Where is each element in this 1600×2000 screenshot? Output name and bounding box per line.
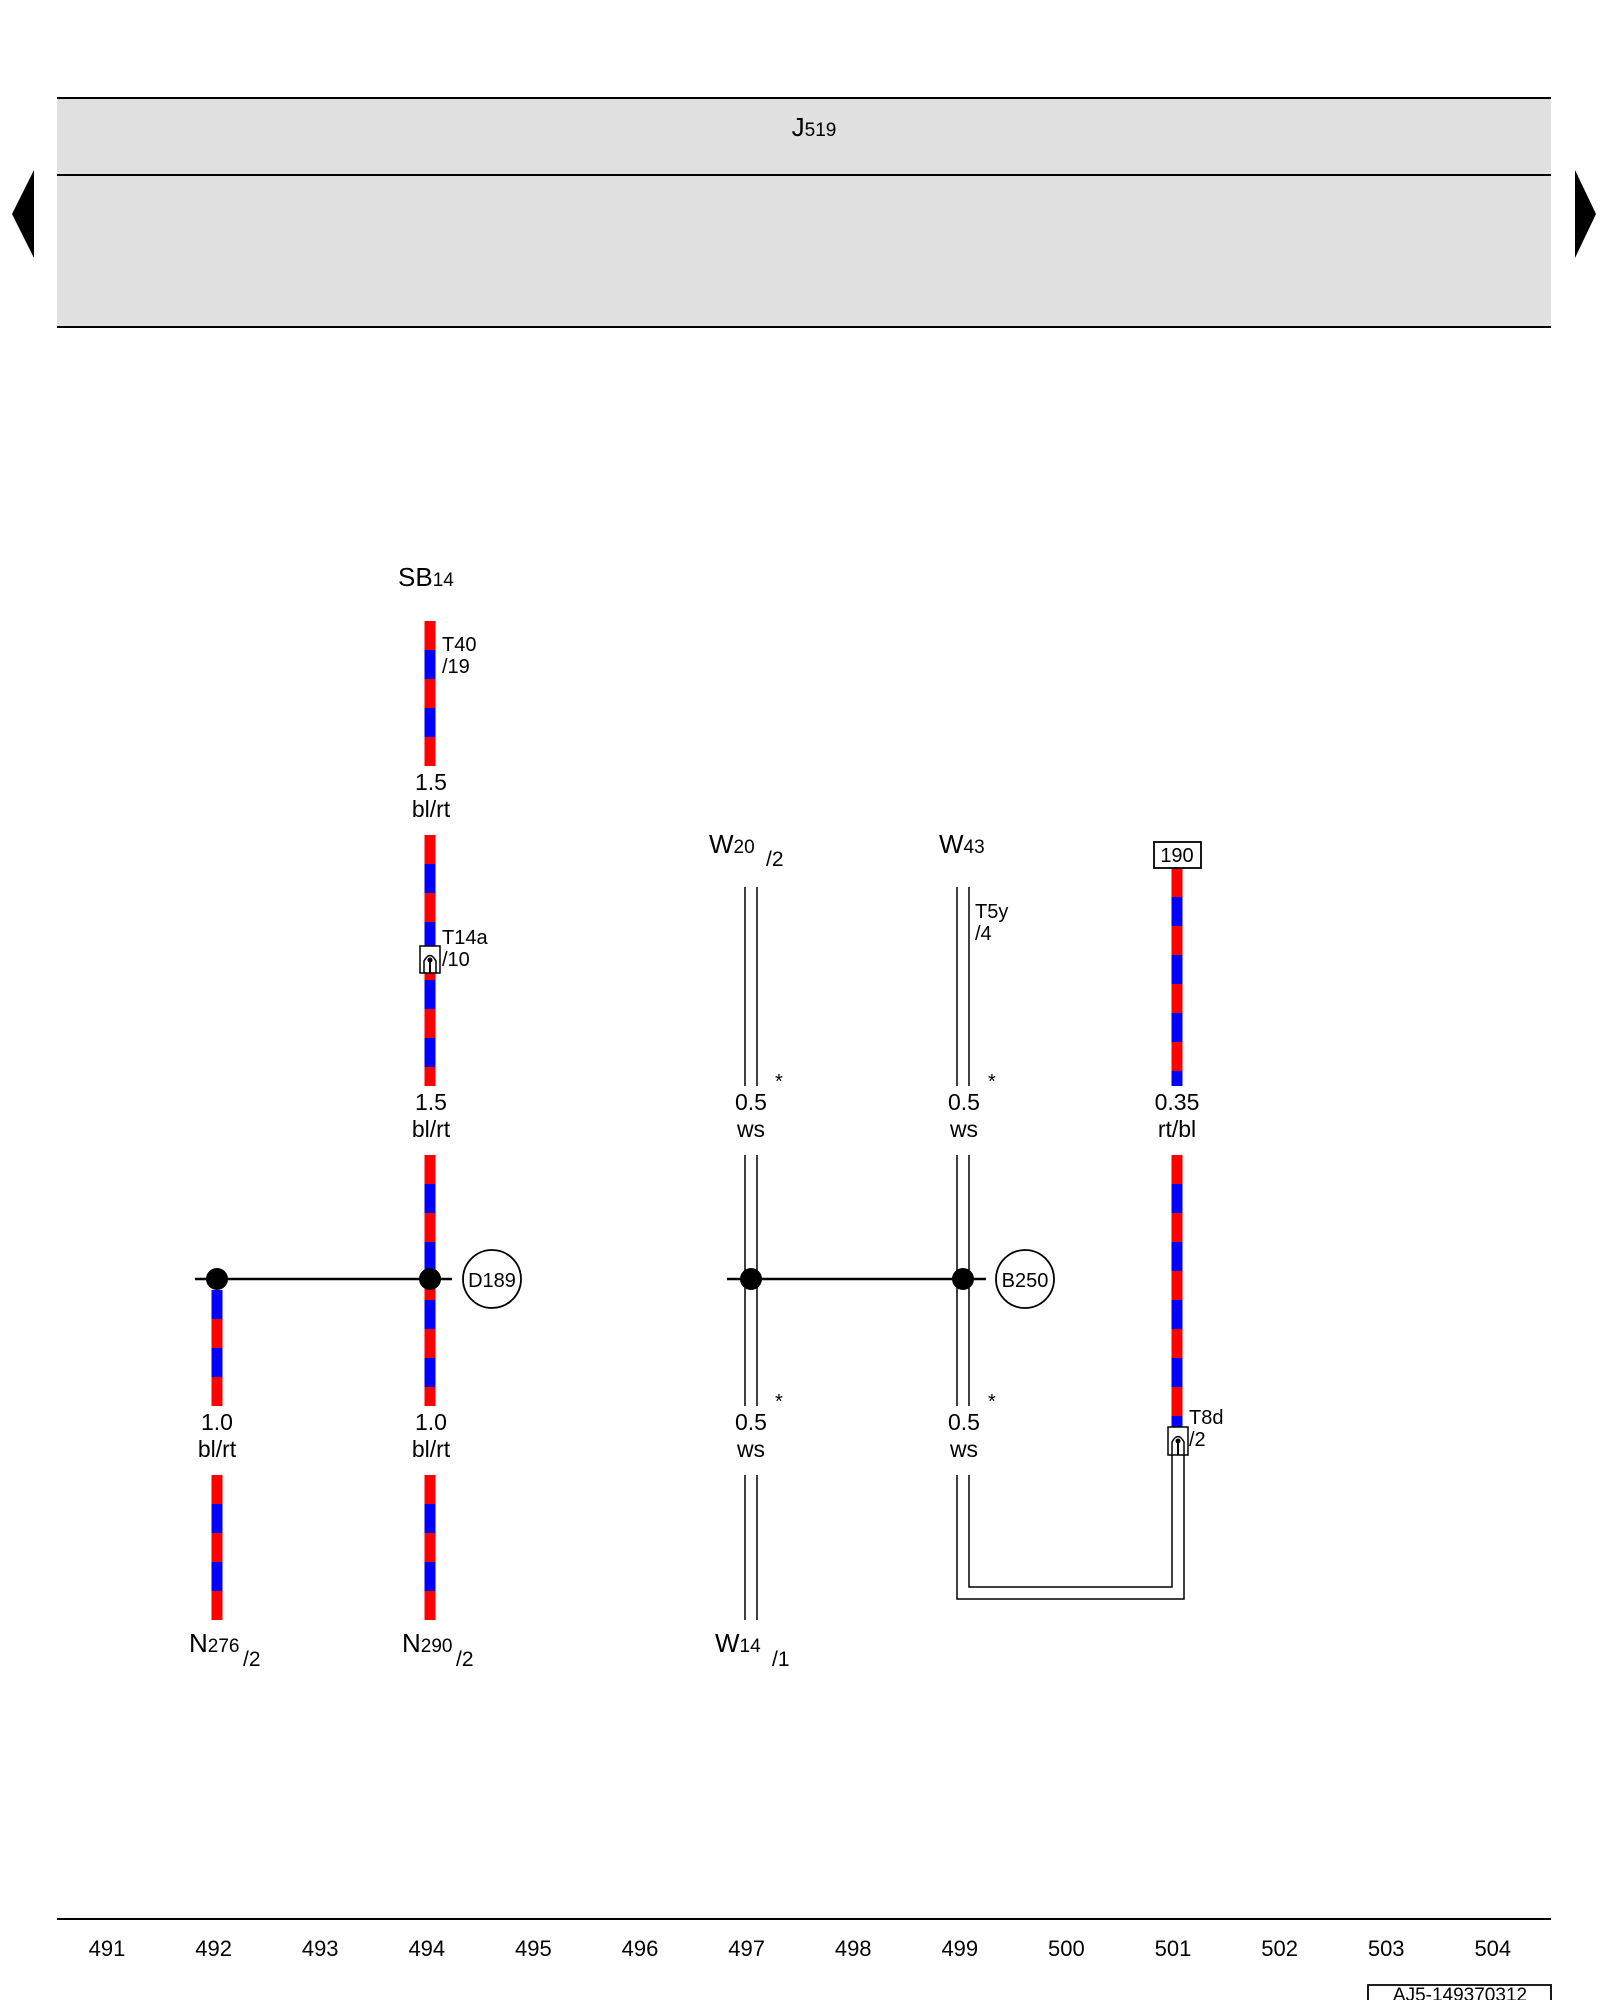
wire-r190-bottom[interactable] [1171,1155,1183,1427]
component-w14-label: W14 [715,1628,761,1658]
reference-190-label: 190 [1160,845,1193,867]
svg-text:*: * [775,1071,783,1093]
connector-box-t8d[interactable] [1167,1426,1189,1456]
svg-text:ws: ws [949,1116,978,1142]
component-sb14-label: SB14 [398,562,454,592]
wire-label-w43-bottom: 0.5 ws * [948,1391,996,1462]
connector-t40-pin: /19 [442,656,470,678]
svg-text:0.5: 0.5 [948,1409,980,1435]
footer-reference-box: AJ5-149370312 [1367,1984,1552,2000]
column-number: 499 [941,1936,978,1961]
panel-title: J519 [792,112,837,142]
triangle-left-icon[interactable] [12,170,34,258]
splice-b250[interactable]: B250 [995,1249,1055,1309]
svg-text:*: * [988,1391,996,1413]
connector-t5y-pin: /4 [975,923,992,945]
svg-text:1.5: 1.5 [415,1089,447,1115]
column-number: 496 [622,1936,659,1961]
wire-w43-top[interactable] [956,887,970,1086]
wire-w20-top[interactable] [744,887,758,1086]
svg-text:bl/rt: bl/rt [412,1436,451,1462]
wire-r190-top[interactable] [1171,868,1183,1086]
wire-w43-loop[interactable] [956,1455,1185,1600]
wire-label-w43-top: 0.5 ws * [948,1071,996,1142]
component-n276-label: N276 [189,1628,239,1658]
connector-t5y-name: T5y [975,901,1008,923]
column-number: 495 [515,1936,552,1961]
connector-t14a-pin: /10 [442,949,470,971]
triangle-right-icon[interactable] [1575,170,1596,258]
svg-text:1.0: 1.0 [415,1409,447,1435]
component-w43-label: W43 [939,829,985,859]
connector-box-t14a[interactable] [419,945,441,974]
svg-text:bl/rt: bl/rt [412,1116,451,1142]
splice-b250-label: B250 [1002,1270,1049,1292]
junction-dot-d189 [419,1268,441,1290]
panel-body-band [57,175,1551,327]
svg-text:*: * [775,1391,783,1413]
panel-header-band [57,98,1551,174]
wire-label-n290: 1.0 bl/rt [412,1409,451,1462]
component-n290-pin: /2 [456,1648,474,1671]
column-number: 492 [195,1936,232,1961]
svg-text:*: * [988,1071,996,1093]
wire-sb14-top[interactable] [424,621,436,766]
svg-text:ws: ws [736,1116,765,1142]
splice-d189-label: D189 [468,1270,516,1292]
connector-t8d-name: T8d [1189,1407,1223,1429]
wire-n290-bottom[interactable] [424,1475,436,1620]
svg-text:0.35: 0.35 [1155,1089,1200,1115]
column-number-row: 491 492 493 494 495 496 497 498 499 500 501 502 503 5… [89,1936,1512,1961]
column-number: 497 [728,1936,765,1961]
column-number: 493 [302,1936,339,1961]
junction-dot-n276 [206,1268,228,1290]
svg-text:bl/rt: bl/rt [198,1436,237,1462]
column-number: 500 [1048,1936,1085,1961]
svg-text:rt/bl: rt/bl [1158,1116,1196,1142]
connector-t8d-pin: /2 [1189,1429,1206,1451]
footer-reference-label: AJ5-149370312 [1393,1985,1527,2000]
svg-text:0.5: 0.5 [735,1089,767,1115]
wire-label-n276: 1.0 bl/rt [198,1409,237,1462]
column-number: 504 [1474,1936,1511,1961]
column-number: 502 [1261,1936,1298,1961]
column-number: 498 [835,1936,872,1961]
white-wire-group [744,887,1185,1620]
junction-dot-b250 [952,1268,974,1290]
wire-n276[interactable] [211,1290,223,1406]
component-w20-pin: /2 [766,848,784,871]
wire-label-sb14-top: 1.5 bl/rt [412,769,451,822]
column-number: 503 [1368,1936,1405,1961]
svg-text:ws: ws [949,1436,978,1462]
component-w20-label: W20 [709,829,755,859]
component-w14-pin: /1 [772,1648,790,1671]
junction-dot-w20 [740,1268,762,1290]
reference-box-190[interactable]: 190 [1153,841,1202,869]
svg-text:ws: ws [736,1436,765,1462]
wire-w14[interactable] [744,1475,758,1620]
splice-d189[interactable]: D189 [462,1249,522,1309]
control-unit-panel: J519 [57,97,1551,328]
column-number: 491 [89,1936,126,1961]
wire-label-w14: 0.5 ws * [735,1391,783,1462]
striped-wire-group [211,621,1183,1620]
svg-text:0.5: 0.5 [735,1409,767,1435]
svg-text:0.5: 0.5 [948,1089,980,1115]
wire-label-r190: 0.35 rt/bl [1155,1089,1200,1142]
svg-text:1.0: 1.0 [201,1409,233,1435]
svg-text:bl/rt: bl/rt [412,796,451,822]
column-number: 494 [408,1936,445,1961]
wire-label-sb14-mid: 1.5 bl/rt [412,1089,451,1142]
svg-text:1.5: 1.5 [415,769,447,795]
connector-t40-name: T40 [442,634,476,656]
wire-n276-bottom[interactable] [211,1475,223,1620]
column-number: 501 [1155,1936,1192,1961]
component-n290-label: N290 [402,1628,452,1658]
component-n276-pin: /2 [243,1648,261,1671]
wire-label-w20-top: 0.5 ws * [735,1071,783,1142]
connector-t14a-name: T14a [442,927,488,949]
